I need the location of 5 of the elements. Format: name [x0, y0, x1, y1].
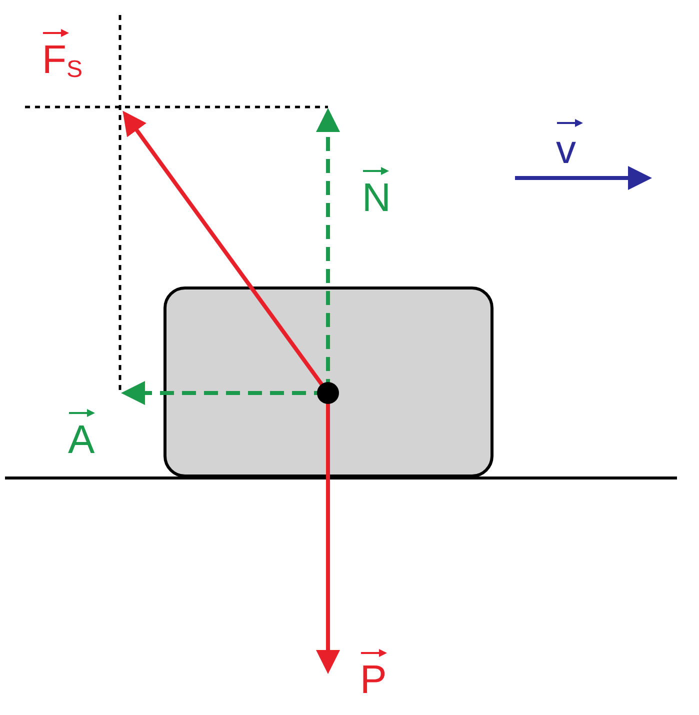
- vector-label: N: [362, 178, 391, 218]
- vector-label: P: [360, 660, 387, 700]
- vector-label: A: [68, 420, 95, 460]
- vector-label: v: [556, 130, 576, 170]
- vector-label: F$_{S}$: [42, 40, 82, 85]
